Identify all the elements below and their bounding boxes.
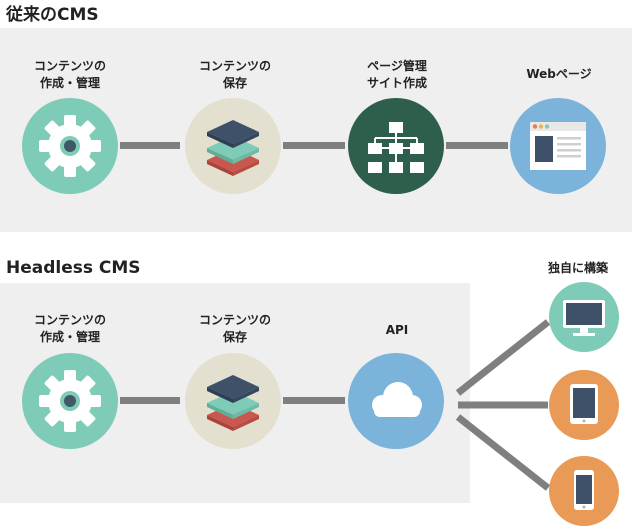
traditional-cms-title: 従来のCMS — [6, 5, 99, 25]
connector — [446, 142, 508, 149]
connector — [455, 319, 551, 396]
gear-icon — [39, 115, 101, 177]
step-label-create-manage: コンテンツの 作成・管理 — [33, 313, 106, 344]
headless-cms-title: Headless CMS — [6, 258, 141, 278]
connector — [120, 142, 180, 149]
cloud-icon — [372, 382, 422, 417]
connector — [283, 142, 345, 149]
gear-node — [22, 98, 118, 194]
tablet-node — [549, 370, 619, 440]
step-label-webpage: Webページ — [526, 67, 592, 81]
step-label-page-site: ページ管理 サイト作成 — [366, 59, 427, 90]
devices-label: 独自に構築 — [547, 261, 608, 275]
step-label-store: コンテンツの 保存 — [198, 313, 271, 344]
smartphone-icon — [574, 470, 594, 510]
gear-node — [22, 353, 118, 449]
connector — [120, 397, 180, 404]
desktop-node — [549, 282, 619, 352]
layers-node — [185, 98, 281, 194]
desktop-monitor-icon — [563, 300, 605, 336]
step-label-create-manage: コンテンツの 作成・管理 — [33, 59, 106, 90]
sitemap-icon — [368, 122, 424, 173]
step-label-api: API — [385, 323, 409, 337]
layers-node — [185, 353, 281, 449]
smartphone-node — [549, 456, 619, 526]
browser-window-icon — [530, 122, 586, 170]
tablet-icon — [570, 384, 598, 424]
api-node — [348, 353, 444, 449]
layers-icon — [207, 375, 259, 431]
connector — [455, 414, 551, 491]
sitemap-node — [348, 98, 444, 194]
layers-icon — [207, 120, 259, 176]
webpage-node — [510, 98, 606, 194]
gear-icon — [39, 370, 101, 432]
step-label-store: コンテンツの 保存 — [198, 59, 271, 90]
connector — [283, 397, 345, 404]
